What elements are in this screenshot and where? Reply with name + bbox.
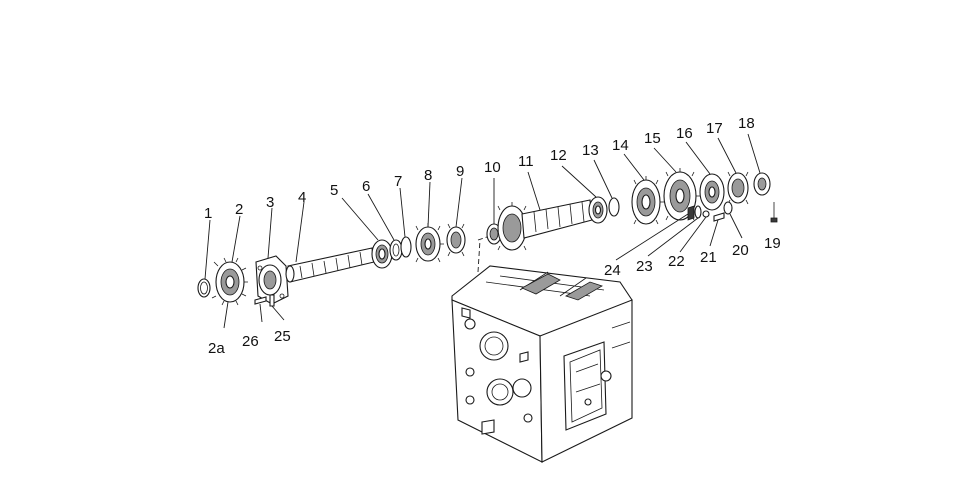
callout-24: 24: [604, 262, 621, 279]
gear-part-8: [415, 223, 444, 263]
cluster-shaft-part-11: [497, 199, 593, 251]
gear-part-2: [211, 257, 248, 306]
callout-19: 19: [764, 235, 781, 252]
gear-part-14: [631, 176, 664, 225]
callout-4: 4: [298, 189, 306, 206]
callout-23: 23: [636, 258, 653, 275]
spacer-part-24: [687, 205, 695, 221]
input-shaft-part-4: [285, 247, 375, 283]
callout-11: 11: [518, 153, 534, 170]
callout-14: 14: [612, 137, 629, 154]
callout-7: 7: [394, 173, 402, 190]
callout-labels: 1 2 2a 3 4 5 6 7 8 9 10 11 12 13 14 15 1…: [204, 115, 781, 357]
callout-16: 16: [676, 125, 693, 142]
callout-15: 15: [644, 130, 661, 147]
gear-part-17: [727, 171, 749, 205]
circlip-part-1: [197, 278, 211, 298]
callout-10: 10: [484, 159, 501, 176]
callout-8: 8: [424, 167, 432, 184]
pin-part-22: [702, 210, 710, 218]
callout-1: 1: [204, 205, 212, 222]
callout-18: 18: [738, 115, 755, 132]
gear-part-9: [446, 223, 466, 257]
callout-20: 20: [732, 242, 749, 259]
callout-26: 26: [242, 333, 259, 350]
leader-lines: [204, 133, 761, 329]
callout-17: 17: [706, 120, 723, 137]
callout-6: 6: [362, 178, 370, 195]
end-nut-part-18: [753, 172, 771, 196]
snap-ring-part-7: [400, 236, 412, 258]
pin-part-26: [254, 296, 267, 305]
callout-2a: 2a: [208, 340, 225, 357]
ring-part-23: [694, 205, 702, 219]
key-part-21: [713, 212, 725, 222]
callout-21: 21: [700, 249, 717, 266]
callout-22: 22: [668, 253, 685, 270]
ring-part-6: [389, 239, 403, 261]
callout-9: 9: [456, 163, 464, 180]
ring-part-13: [608, 197, 620, 217]
bearing-part-5: [371, 239, 393, 269]
callout-13: 13: [582, 142, 599, 159]
bolt-part-19: [770, 202, 778, 223]
bearing-part-12: [588, 196, 608, 224]
callout-25: 25: [274, 328, 291, 345]
callout-2: 2: [235, 201, 243, 218]
alignment-line: [477, 239, 481, 273]
pin-part-25: [269, 294, 275, 307]
gear-part-16: [699, 173, 725, 211]
bearing-flange-part-3: [255, 255, 289, 305]
gearbox-housing: [451, 265, 633, 463]
callout-12: 12: [550, 147, 567, 164]
washer-part-20: [723, 201, 733, 215]
callout-3: 3: [266, 194, 274, 211]
callout-5: 5: [330, 182, 338, 199]
